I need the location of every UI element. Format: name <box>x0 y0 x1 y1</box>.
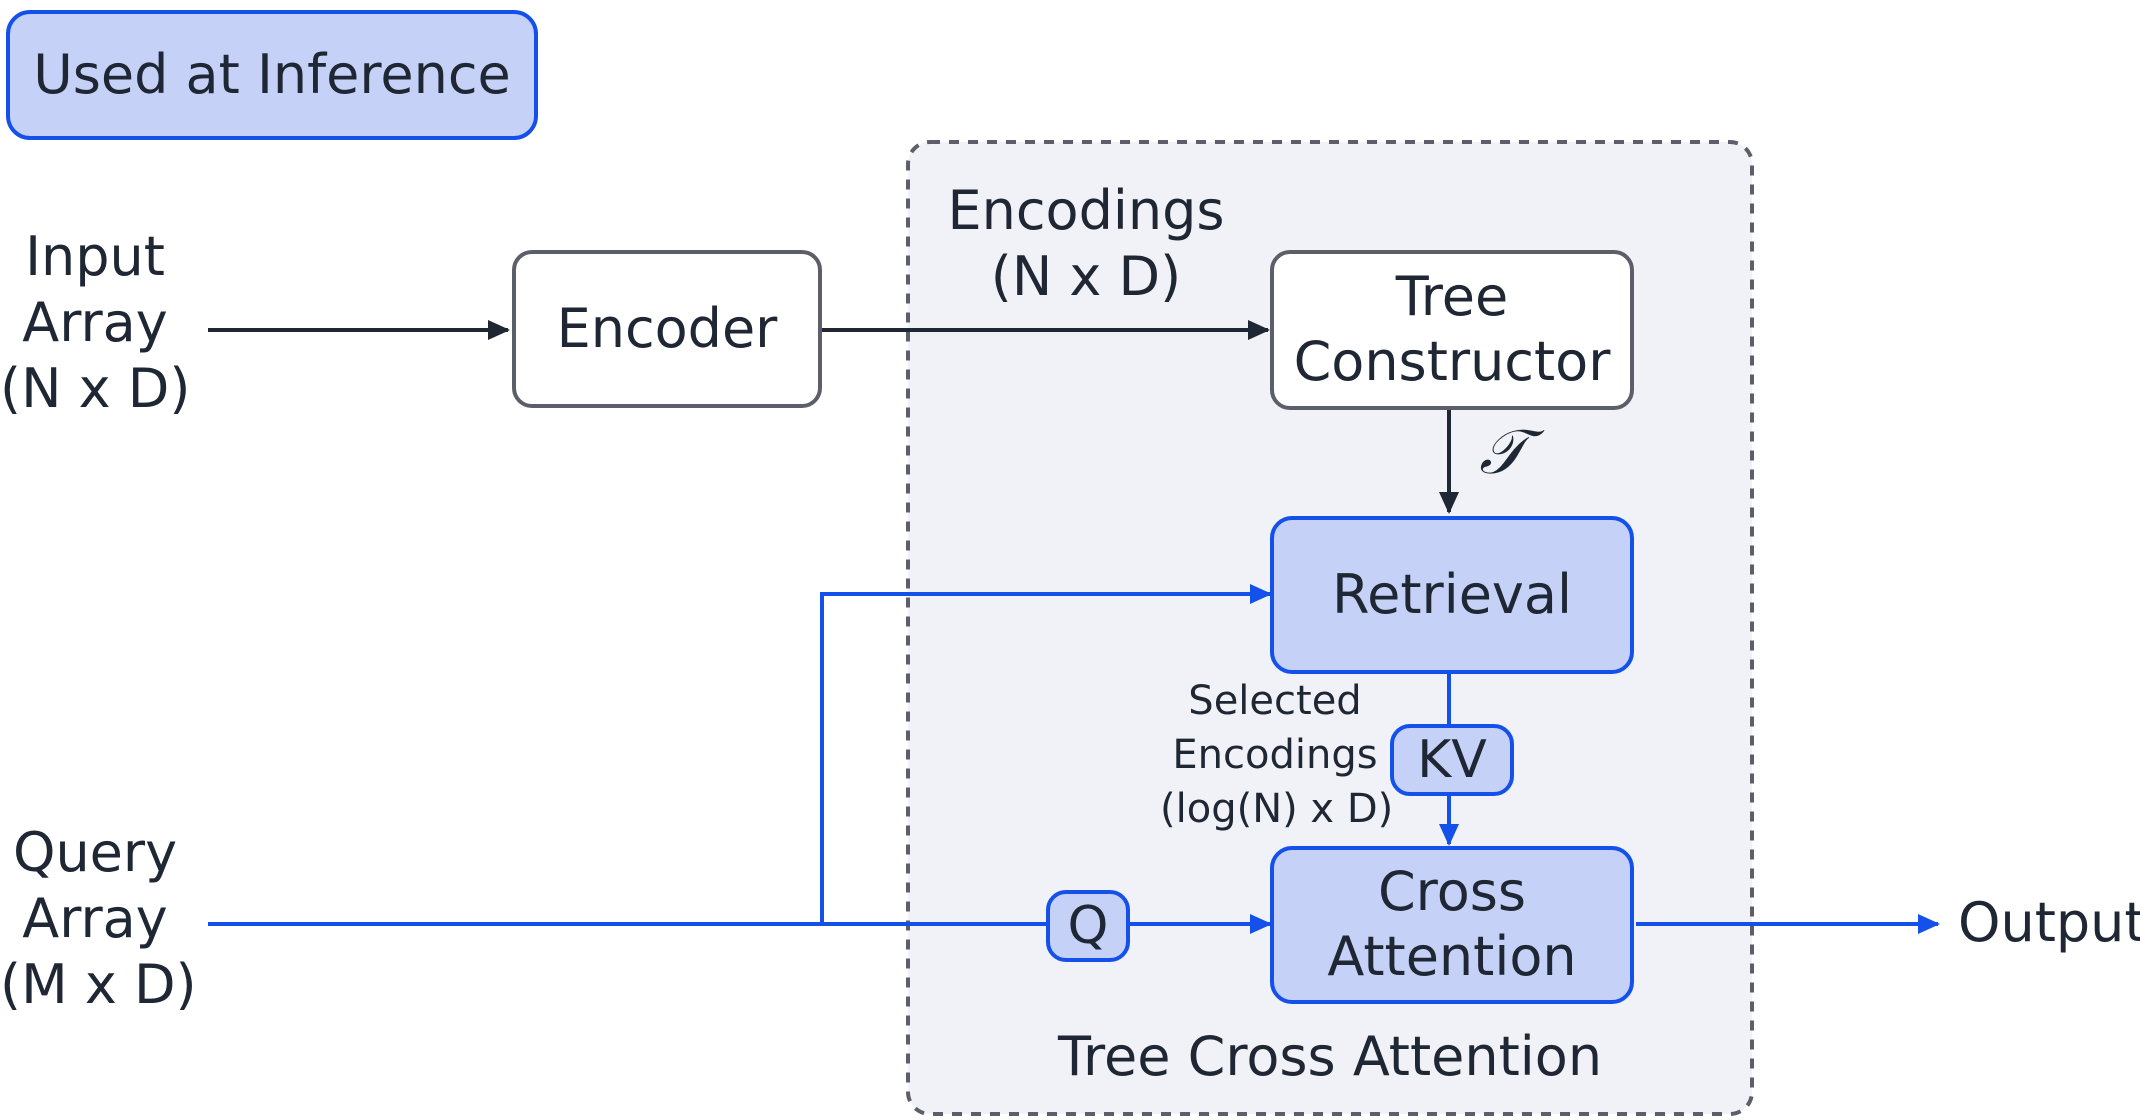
arrow-query-to-retrieval <box>820 584 1272 924</box>
q-chip: Q <box>1046 890 1130 962</box>
selected-encodings-label: Selected Encodings (log(N) x D) <box>1160 678 1394 832</box>
legend-used-at-inference: Used at Inference <box>6 10 538 140</box>
encodings-label: Encodings (N x D) <box>947 179 1225 308</box>
input-array-label: Input Array (N x D) <box>0 225 191 420</box>
query-array-label: Query Array (M x D) <box>0 821 197 1016</box>
tree-constructor-node: Tree Constructor <box>1270 250 1634 410</box>
legend-label: Used at Inference <box>33 42 511 106</box>
tree-symbol-label: 𝒯 <box>1479 415 1527 488</box>
cross-attention-node: Cross Attention <box>1270 846 1634 1004</box>
group-title: Tree Cross Attention <box>1057 1025 1603 1088</box>
encoder-node: Encoder <box>512 250 822 408</box>
output-label: Output <box>1958 891 2140 954</box>
retrieval-node: Retrieval <box>1270 516 1634 674</box>
kv-chip: KV <box>1390 724 1514 796</box>
